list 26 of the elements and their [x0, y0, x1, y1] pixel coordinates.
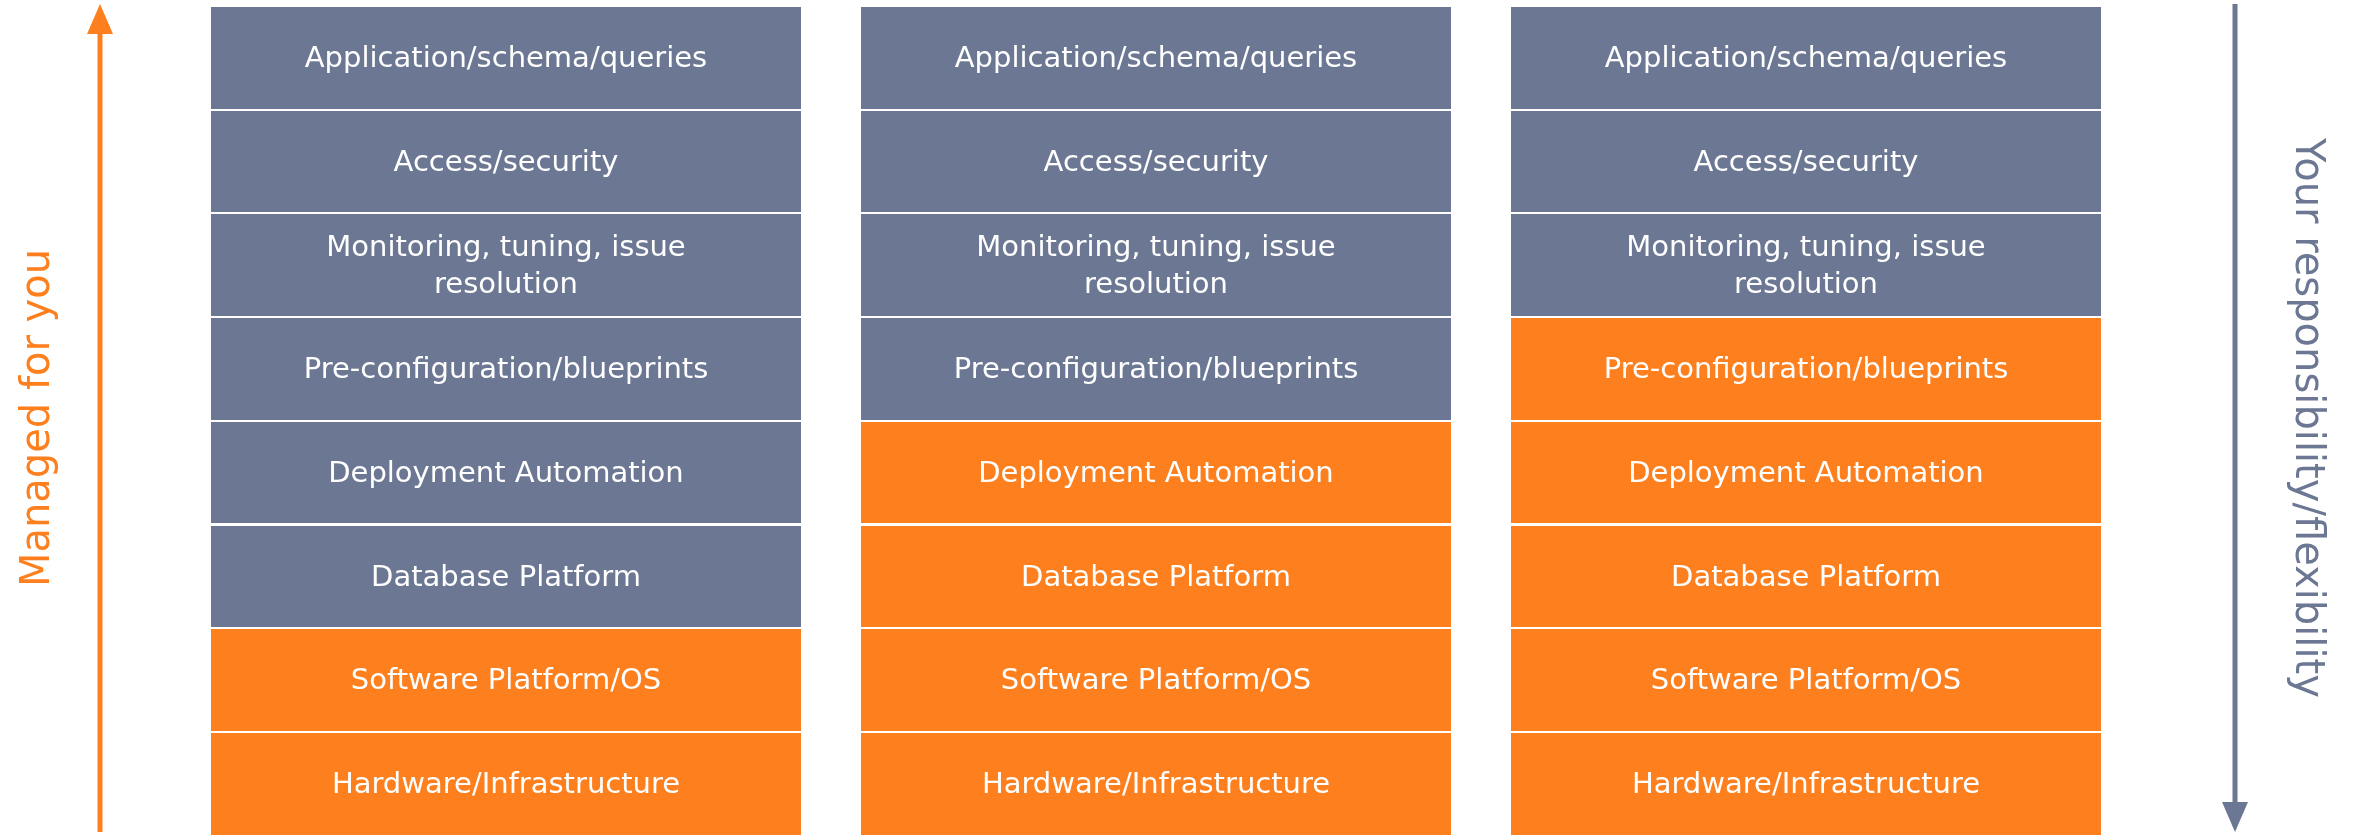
layer-box: Application/schema/queries: [210, 6, 802, 110]
layer-box: Application/schema/queries: [860, 6, 1452, 110]
layer-box: Access/security: [860, 109, 1452, 214]
axis-label: Managed for you: [12, 248, 59, 588]
layer-box: Database Platform: [860, 524, 1452, 629]
layer-box: Deployment Automation: [210, 420, 802, 525]
layer-box: Database Platform: [210, 524, 802, 629]
layer-box: Hardware/Infrastructure: [860, 731, 1452, 836]
layer-box: Pre-configuration/blueprints: [860, 317, 1452, 421]
layer-box: Deployment Automation: [1510, 420, 2102, 525]
layer-box: Hardware/Infrastructure: [1510, 731, 2102, 836]
layer-box: Deployment Automation: [860, 420, 1452, 525]
layer-box: Pre-configuration/blueprints: [1510, 317, 2102, 421]
layer-box: Monitoring, tuning, issue resolution: [1510, 213, 2102, 318]
layer-box: Access/security: [210, 109, 802, 214]
layer-box: Pre-configuration/blueprints: [210, 317, 802, 421]
layer-box: Access/security: [1510, 109, 2102, 214]
layer-box: Software Platform/OS: [860, 628, 1452, 732]
layer-box: Application/schema/queries: [1510, 6, 2102, 110]
layer-box: Monitoring, tuning, issue resolution: [210, 213, 802, 318]
layer-box: Software Platform/OS: [210, 628, 802, 732]
layer-box: Monitoring, tuning, issue resolution: [860, 213, 1452, 318]
layer-box: Hardware/Infrastructure: [210, 731, 802, 836]
layer-box: Software Platform/OS: [1510, 628, 2102, 732]
axis-label: Your responsibility/flexibility: [2286, 138, 2333, 698]
layer-box: Database Platform: [1510, 524, 2102, 629]
